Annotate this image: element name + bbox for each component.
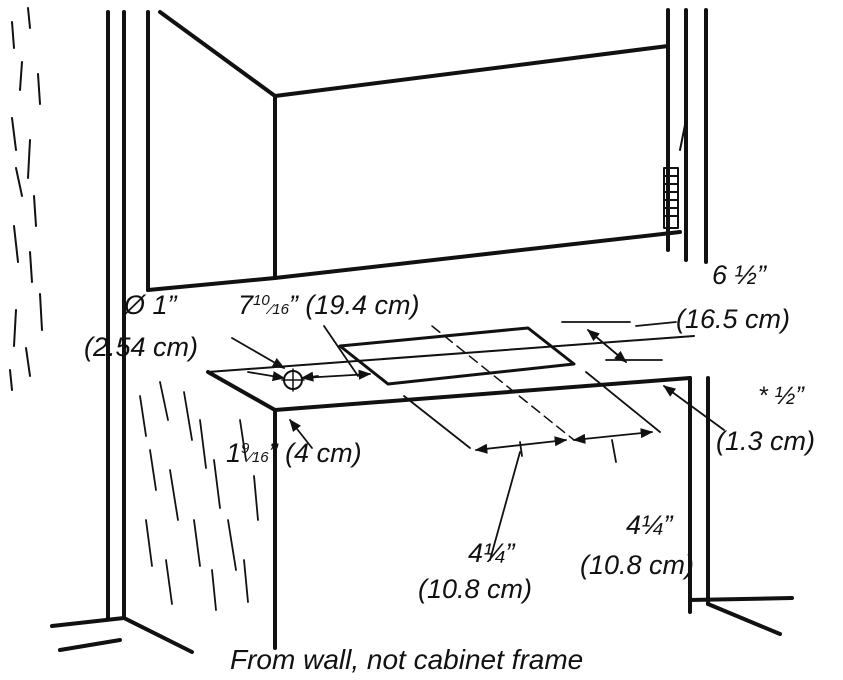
exhaust-cutout: [338, 326, 576, 386]
side-distance-whole: 1: [226, 438, 242, 468]
left-cabinet-frame: [106, 10, 150, 620]
side-distance-rest: ” (4 cm): [268, 438, 362, 468]
side-distance-denominator: 16: [251, 449, 269, 466]
rear-dimension: [662, 385, 725, 431]
center-distance-numerator: 10: [253, 292, 270, 309]
right-half-cm-label: (10.8 cm): [580, 550, 695, 580]
hole-marker: [281, 368, 305, 392]
hole-diameter-cm-label: (2.54 cm): [84, 332, 199, 362]
dimension-lower: [474, 428, 654, 561]
counter-lines: [50, 596, 794, 654]
depth-label: 6 ½”: [712, 260, 767, 290]
right-half-label: 4¼”: [626, 510, 673, 540]
center-distance-label: 710⁄16” (19.4 cm): [238, 290, 420, 320]
center-distance-whole: 7: [238, 290, 254, 320]
footnote: From wall, not cabinet frame: [230, 644, 584, 675]
left-half-label: 4¼”: [468, 538, 515, 568]
depth-dimension: [561, 321, 677, 363]
hole-diameter-label: Ø 1”: [124, 290, 177, 320]
depth-cm-label: (16.5 cm): [676, 304, 791, 334]
under-cabinet-texture: [139, 381, 259, 611]
left-wall-texture: [9, 7, 43, 391]
cabinet-bottom: [206, 335, 695, 650]
vent-grille: [663, 167, 679, 229]
right-cabinet-frame: [666, 8, 710, 606]
extension-lines: [403, 371, 661, 463]
center-line: [431, 325, 575, 441]
left-half-cm-label: (10.8 cm): [418, 574, 533, 604]
center-distance-rest: ” (19.4 cm): [288, 290, 420, 320]
rear-offset-label: * ½”: [758, 382, 804, 410]
rear-offset-cm-label: (1.3 cm): [716, 426, 816, 456]
microwave-box: [146, 10, 682, 292]
hole-dimension: [231, 325, 372, 449]
center-distance-denominator: 16: [272, 301, 289, 318]
side-distance-label: 19⁄16” (4 cm): [226, 438, 362, 468]
side-distance-numerator: 9: [241, 440, 250, 457]
